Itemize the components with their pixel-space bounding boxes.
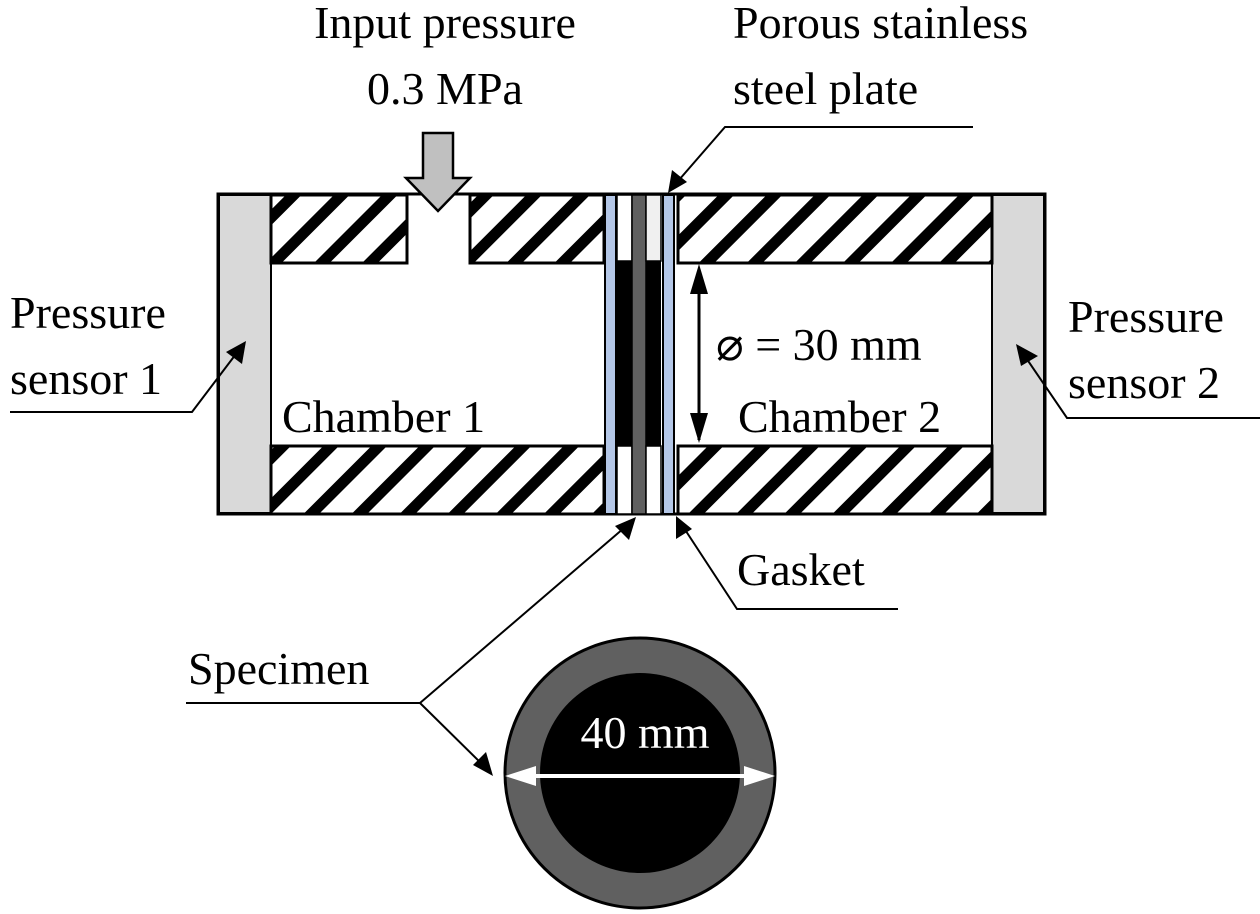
chamber-1-top-wall-right [468,193,606,265]
chamber-diameter-arrowhead-bottom-icon [690,413,708,443]
gasket-leader-line [679,521,898,610]
porous-plate-label: Porous stainless [733,0,1028,48]
gasket-left-bottom [616,445,633,515]
porous-plate-arrowhead-icon [668,170,687,193]
chamber-2-label: Chamber 2 [738,391,941,442]
specimen-left-half [617,261,632,446]
specimen-leader-line-up [419,521,632,704]
specimen-arrowhead-down-icon [473,752,493,776]
chamber-1-bottom-wall [269,444,606,516]
specimen-diameter-label: 40 mm [580,707,709,758]
porous-plate-leader-line [671,126,973,189]
chamber-diameter-label: ⌀ = 30 mm [716,319,922,370]
gasket-right-top [645,194,662,262]
porous-plate-right [662,194,675,515]
chamber-2-bottom-wall [676,444,994,516]
pressure-sensor-1 [218,194,272,514]
specimen-core [631,194,647,515]
chamber-1-top-wall-left [269,193,409,265]
specimen-arrowhead-up-icon [615,517,636,540]
pressure-sensor-2-label: Pressure [1068,291,1224,342]
specimen-diameter-arrowhead-right-icon [744,766,775,786]
chamber-1-label: Chamber 1 [282,391,485,442]
pressure-sensor-2-arrowhead-icon [1016,344,1038,366]
input-pressure-arrow-icon [403,131,473,213]
pressure-sensor-1-label-line2: sensor 1 [10,353,162,404]
chamber-diameter-arrowhead-top-icon [690,264,708,294]
chamber-2-top-wall [676,193,994,265]
gasket-left-top [616,194,633,262]
gasket-arrowhead-icon [676,516,692,539]
gasket-right-bottom [645,445,662,515]
input-pressure-value: 0.3 MPa [367,63,523,114]
porous-plate-left [604,194,617,515]
pressure-sensor-2 [991,194,1045,514]
specimen-diameter-arrowhead-left-icon [505,766,536,786]
specimen-label: Specimen [188,643,369,694]
pressure-sensor-1-label: Pressure [10,287,166,338]
pressure-sensor-2-leader-line [1019,348,1260,419]
pressure-sensor-1-arrowhead-icon [226,341,246,364]
specimen-disc-core [540,673,740,873]
input-pressure-label: Input pressure [314,0,576,48]
pressure-sensor-1-leader-line [10,345,243,413]
porous-plate-label-line2: steel plate [733,63,918,114]
pressure-sensor-2-label-line2: sensor 2 [1068,357,1220,408]
specimen-right-half [646,261,661,446]
gasket-label: Gasket [737,544,865,595]
specimen-leader-line-down [419,702,489,771]
